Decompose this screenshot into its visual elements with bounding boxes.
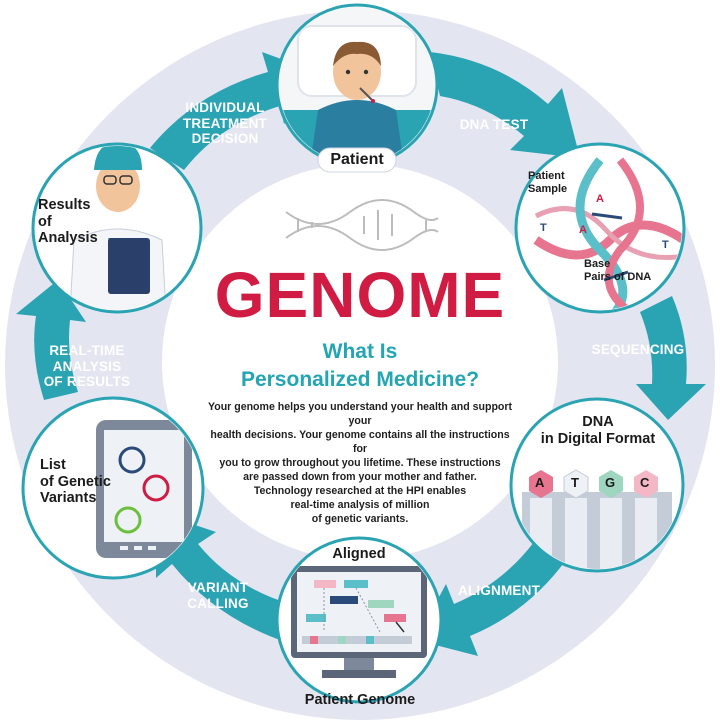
label-patient-sample-2: Sample (528, 182, 568, 195)
label-base-pairs-1: Base (584, 258, 611, 270)
atgc-t: T (571, 475, 579, 490)
label-list-variants-2: of Genetic (40, 473, 111, 490)
label-variant-calling-1: VARIANT (187, 580, 249, 595)
label-realtime-3: OF RESULTS (43, 374, 131, 390)
label-treatment-2: TREATMENT (182, 115, 268, 131)
label-results-2: of Analysis (38, 213, 98, 247)
subtitle-line-2: Personalized Medicine? (240, 368, 480, 392)
subtitle: What Is Personalized Medicine? (200, 338, 520, 395)
node-patient (275, 3, 439, 173)
node-aligned (275, 536, 443, 704)
arrow-realtime (16, 280, 86, 400)
label-realtime-1: REAL-TIME (49, 343, 125, 358)
tablet-list-icon (25, 400, 201, 576)
label-patient-genome: Patient Genome (304, 692, 416, 708)
genome-title: GENOME (214, 259, 506, 331)
label-variant-calling-2: CALLING (187, 595, 249, 611)
arrow-variant-calling (156, 512, 290, 640)
label-patient-sample-1: Patient (528, 170, 565, 182)
label-results: Results of Analysis (38, 197, 110, 247)
arrow-alignment (416, 542, 566, 656)
node-dna-digital (509, 397, 685, 573)
label-dna-digital: DNA in Digital Format (520, 414, 676, 447)
arrow-dna-test (430, 52, 580, 158)
dna-letter-a1: A (596, 193, 604, 205)
node-variants (21, 396, 205, 580)
label-treatment-3: DECISION (191, 131, 259, 147)
label-base-pairs-2: Pairs of DNA (584, 270, 652, 283)
dna-letter-t2: T (662, 239, 669, 251)
label-sequencing: SEQUENCING (591, 342, 685, 357)
label-dna-test: DNA TEST (459, 117, 529, 132)
dna-strand-icon (518, 146, 682, 310)
label-variant-calling: VARIANT CALLING (178, 580, 258, 611)
inner-white-circle (162, 164, 558, 560)
label-treatment: INDIVIDUAL TREATMENT DECISION (170, 100, 280, 147)
label-list-variants-3: Variants (40, 490, 97, 507)
label-dna-digital-2: in Digital Format (540, 430, 656, 447)
dna-helix-icon (285, 199, 439, 251)
arrow-sequencing (636, 296, 706, 420)
node-results (31, 142, 203, 314)
para-line-2: health decisions. Your genome contains a… (210, 428, 510, 455)
atgc-g: G (605, 475, 616, 490)
node-patient-sample (514, 142, 686, 314)
description-paragraph: Your genome helps you understand your he… (205, 401, 515, 527)
label-realtime: REAL-TIME ANALYSIS OF RESULTS (32, 343, 142, 390)
label-list-variants-1: List (40, 457, 66, 473)
para-line-5: Technology researched at the HPI enables (253, 484, 467, 497)
para-line-4: are passed down from your mother and fat… (243, 470, 477, 483)
para-line-3: you to grow throughout you lifetime. The… (219, 456, 501, 469)
label-treatment-1: INDIVIDUAL (185, 100, 265, 115)
monitor-alignment-icon (279, 540, 439, 700)
label-alignment: ALIGNMENT (457, 583, 541, 598)
subtitle-line-1: What Is (322, 340, 398, 363)
label-patient-sample: Patient Sample (528, 170, 590, 195)
para-line-6: real-time analysis of million (290, 498, 430, 511)
atgc-a: A (535, 475, 545, 490)
dna-letter-a2: A (579, 224, 587, 236)
label-realtime-2: ANALYSIS (52, 358, 122, 374)
label-results-1: Results (38, 197, 91, 213)
label-list-variants: List of Genetic Variants (40, 457, 120, 507)
para-line-1: Your genome helps you understand your he… (207, 401, 513, 427)
label-aligned: Aligned (332, 546, 386, 562)
atgc-c: C (640, 475, 650, 490)
para-line-7: of genetic variants. (311, 512, 409, 525)
label-base-pairs: Base Pairs of DNA (584, 258, 674, 283)
dna-letter-t1: T (540, 222, 547, 234)
doctor-icon (35, 146, 199, 310)
cycle-arrows (16, 52, 706, 656)
label-dna-digital-1: DNA (582, 414, 614, 430)
label-patient: Patient (330, 151, 384, 168)
